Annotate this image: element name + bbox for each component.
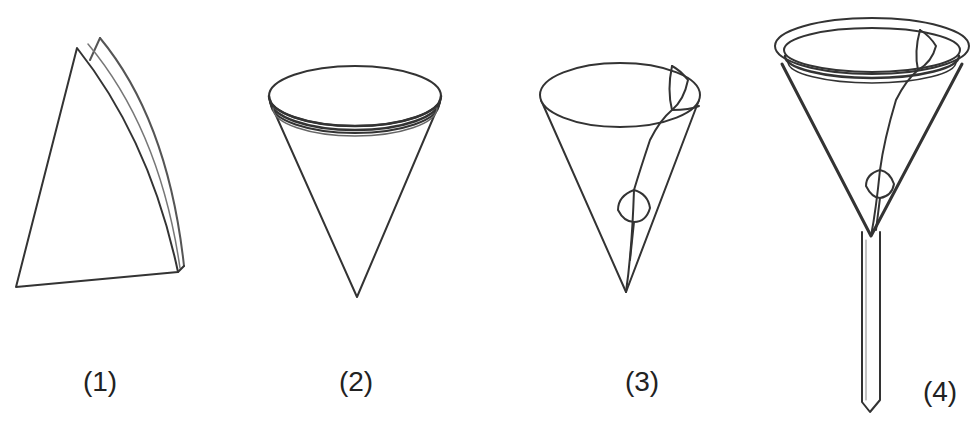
figure-number: (4): [923, 377, 957, 408]
figure-number: (1): [83, 367, 117, 398]
paper-cone-torn: [540, 63, 700, 292]
paper-cone: [269, 66, 441, 297]
figure-number: (3): [625, 367, 659, 398]
funnel-with-paper: [775, 18, 969, 412]
figure-number: (2): [339, 367, 373, 398]
folded-paper-quarter: [16, 38, 184, 287]
